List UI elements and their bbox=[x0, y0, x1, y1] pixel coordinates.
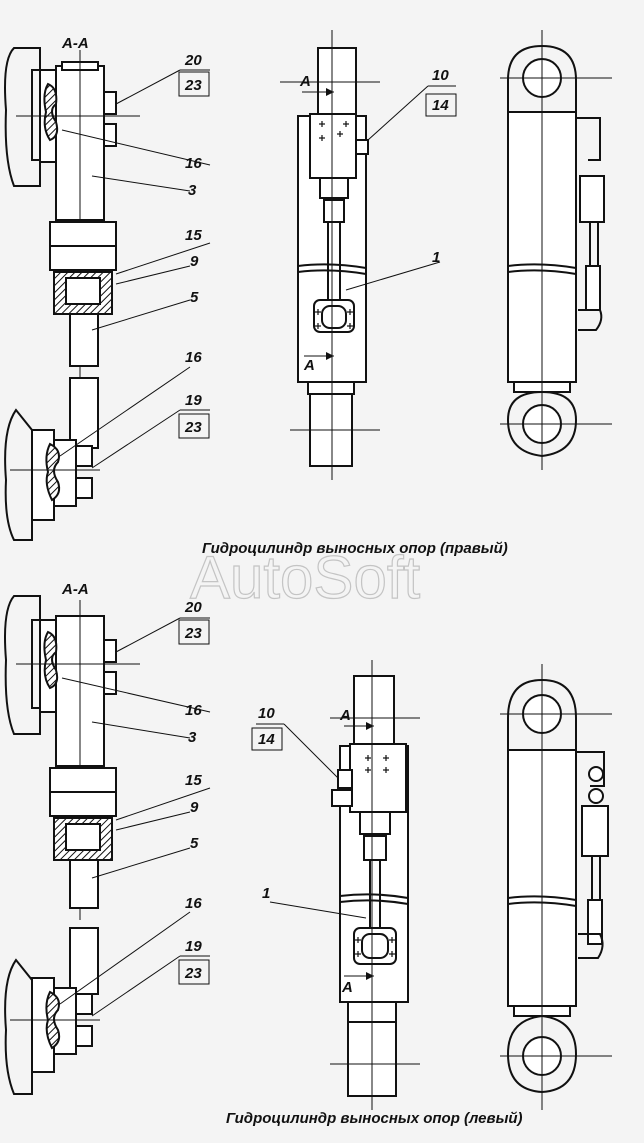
label-20: 20 bbox=[184, 52, 202, 69]
label-19-b: 19 bbox=[185, 938, 202, 955]
arrow-label-a-bottom-b: A bbox=[341, 979, 353, 996]
top-drawing: A-A 20 bbox=[4, 30, 612, 557]
label-3: 3 bbox=[188, 182, 197, 199]
label-10: 10 bbox=[432, 67, 449, 84]
label-16: 16 bbox=[185, 155, 202, 172]
label-15: 15 bbox=[185, 227, 202, 244]
label-5: 5 bbox=[190, 289, 199, 306]
caption-right-cylinder: Гидроцилиндр выносных опор (правый) bbox=[202, 540, 508, 557]
section-label-top: A-A bbox=[61, 35, 89, 52]
label-23-b: 23 bbox=[184, 625, 202, 642]
label-5-b: 5 bbox=[190, 835, 199, 852]
bolt-20 bbox=[103, 91, 117, 115]
arrow-label-a-bottom: A bbox=[303, 357, 315, 374]
label-23b-b: 23 bbox=[184, 965, 202, 982]
label-20-b: 20 bbox=[184, 599, 202, 616]
label-16b-b: 16 bbox=[185, 895, 202, 912]
caption-left-cylinder: Гидроцилиндр выносных опор (левый) bbox=[226, 1110, 523, 1127]
label-1-b: 1 bbox=[262, 885, 270, 902]
label-9: 9 bbox=[190, 253, 199, 270]
label-23b: 23 bbox=[184, 419, 202, 436]
label-1: 1 bbox=[432, 249, 440, 266]
label-9-b: 9 bbox=[190, 799, 199, 816]
bottom-drawing: A-A 20 23 16 3 bbox=[4, 581, 612, 1127]
mount-bracket-upper bbox=[4, 47, 41, 187]
label-16-b: 16 bbox=[185, 702, 202, 719]
arrow-label-a-top-b: A bbox=[339, 707, 351, 724]
label-14: 14 bbox=[432, 97, 449, 114]
label-15-b: 15 bbox=[185, 772, 202, 789]
label-23: 23 bbox=[184, 77, 202, 94]
label-10-b: 10 bbox=[258, 705, 275, 722]
label-16b: 16 bbox=[185, 349, 202, 366]
label-19: 19 bbox=[185, 392, 202, 409]
rod-5 bbox=[69, 313, 99, 367]
watermark: AutoSoft bbox=[190, 544, 420, 611]
label-3-b: 3 bbox=[188, 729, 197, 746]
label-14-b: 14 bbox=[258, 731, 275, 748]
section-label-bottom: A-A bbox=[61, 581, 89, 598]
arrow-label-a-top: A bbox=[299, 73, 311, 90]
